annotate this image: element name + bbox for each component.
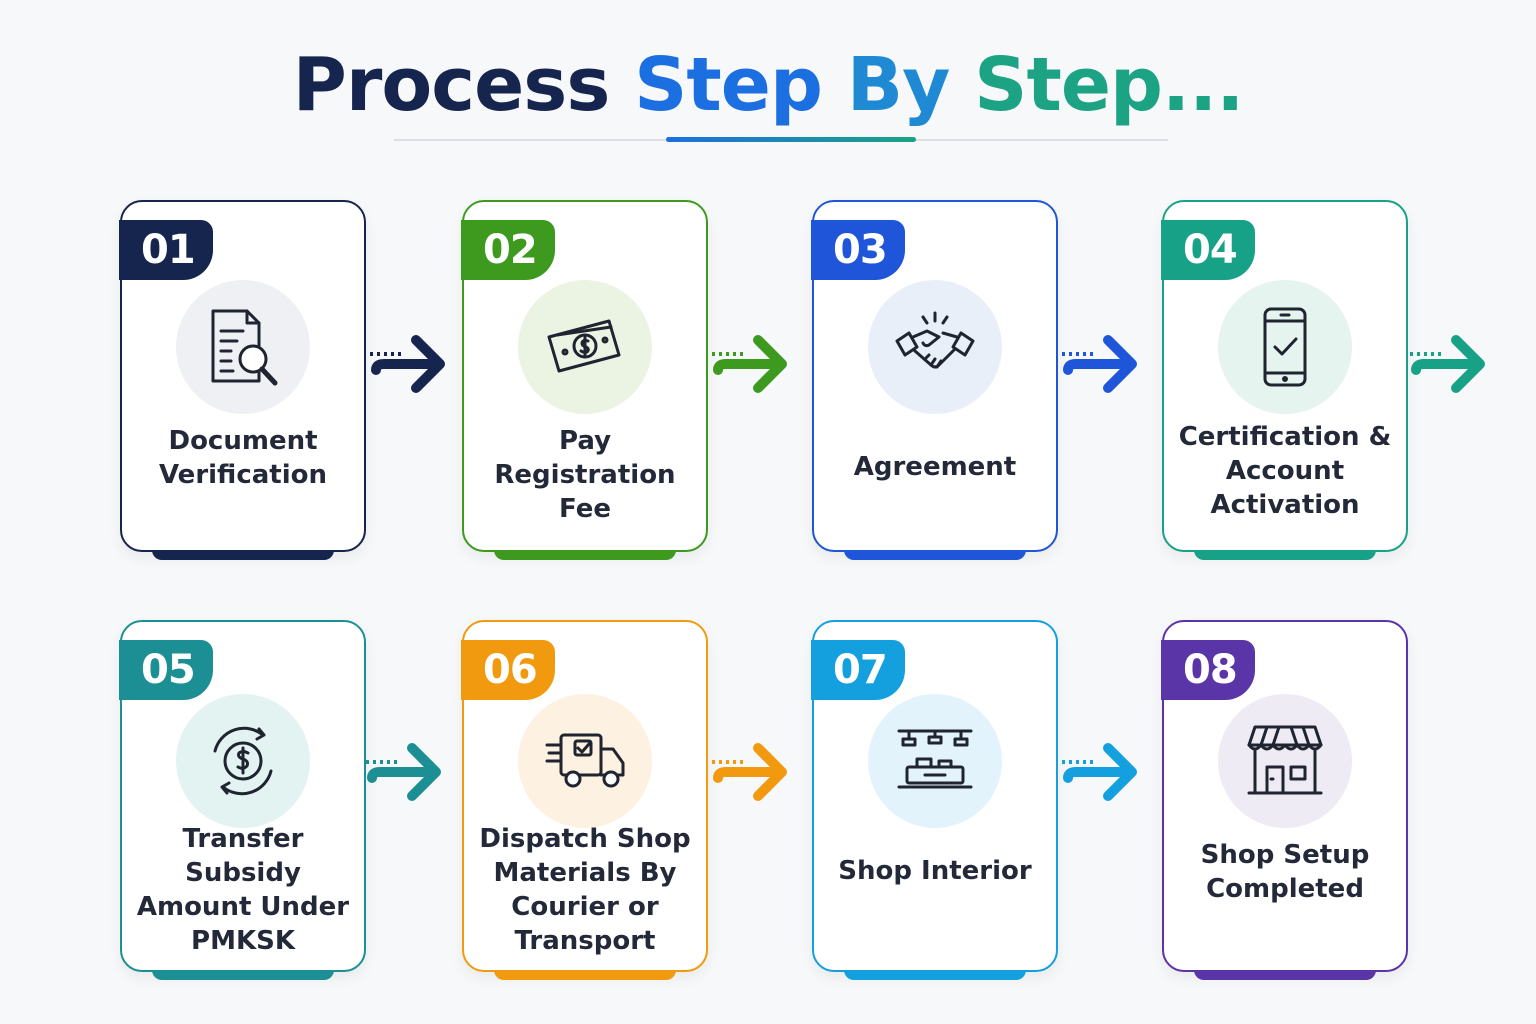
step-number-badge: 07 [811,640,905,700]
step-card-05: 05 Transfer Subsidy Amount Under PMKSK [119,620,366,980]
dollar-cycle-icon [213,726,273,796]
icon-circle [868,694,1002,828]
step-card-07: 07 Shop Interior [811,620,1058,980]
arrow-head [1103,335,1137,393]
arrow-right-icon [370,335,445,393]
arrow-head [1451,335,1485,393]
arrow-right-icon [712,335,787,393]
step-card-03: 03 Agreement [811,200,1058,560]
icon-circle [176,694,310,828]
step-label: Agreement [853,452,1017,482]
step-number-badge: 03 [811,220,905,280]
card-base-bar [494,970,676,980]
step-card-04: 04 Certification & Account Activation [1161,200,1408,560]
arrow-right-icon [1062,335,1137,393]
icon-circle [868,280,1002,414]
step-number-badge: 08 [1161,640,1255,700]
arrow-head [407,743,441,801]
step-label: Dispatch Shop Materials By Courier or Tr… [479,824,691,956]
arrow-shaft [367,767,431,783]
step-label: Pay Registration Fee [494,426,676,524]
step-card-06: 06 Dispatch Shop Materials By Courier or… [461,620,708,980]
title-underline-accent [666,137,916,142]
delivery-truck-icon [545,733,625,788]
process-title: Process Step By Step... [0,42,1536,128]
title-part-step: Step [634,42,823,128]
icon-circle [1218,694,1352,828]
card-base-bar [1194,970,1376,980]
card-base-bar [494,550,676,560]
title-part-process: Process [292,42,611,128]
step-number-badge: 01 [119,220,213,280]
arrow-right-icon [712,743,787,801]
card-base-bar [1194,550,1376,560]
card-base-bar [152,970,334,980]
smartphone-check-icon [1263,307,1307,387]
storefront-icon [1247,725,1323,795]
step-label: Certification & Account Activation [1178,422,1392,520]
handshake-icon [895,311,975,369]
arrow-head [753,335,787,393]
step-number-badge: 06 [461,640,555,700]
icon-circle [176,280,310,414]
step-card-01: 01 Document Verification [119,200,366,560]
money-icon [547,319,621,373]
arrow-shaft [1411,359,1475,375]
card-base-bar [152,550,334,560]
icon-circle [518,280,652,414]
arrow-head [753,743,787,801]
title-part-step-ellipsis: Step... [974,42,1244,128]
arrow-head [1103,743,1137,801]
arrow-shaft [371,359,435,375]
document-search-icon [211,309,278,386]
step-number-badge: 05 [119,640,213,700]
arrow-right-icon [1062,743,1137,801]
arrow-shaft [1063,767,1127,783]
arrow-right-icon [1410,335,1485,393]
arrow-right-icon [366,743,441,801]
step-label: Shop Setup Completed [1200,840,1370,904]
arrow-shaft [713,359,777,375]
arrow-shaft [713,767,777,783]
card-base-bar [844,550,1026,560]
step-card-08: 08 Shop Setup Completed [1161,620,1408,980]
title-part-by: By [846,42,951,128]
icon-circle [1218,280,1352,414]
arrow-head [411,335,445,393]
step-label: Transfer Subsidy Amount Under PMKSK [136,824,350,956]
step-label: Shop Interior [838,856,1032,886]
step-label: Document Verification [158,426,327,490]
step-card-02: 02 Pay Registration Fee [461,200,708,560]
step-number-badge: 04 [1161,220,1255,280]
step-number-badge: 02 [461,220,555,280]
card-base-bar [844,970,1026,980]
icon-circle [518,694,652,828]
arrow-shaft [1063,359,1127,375]
shop-counter-icon [897,729,973,789]
